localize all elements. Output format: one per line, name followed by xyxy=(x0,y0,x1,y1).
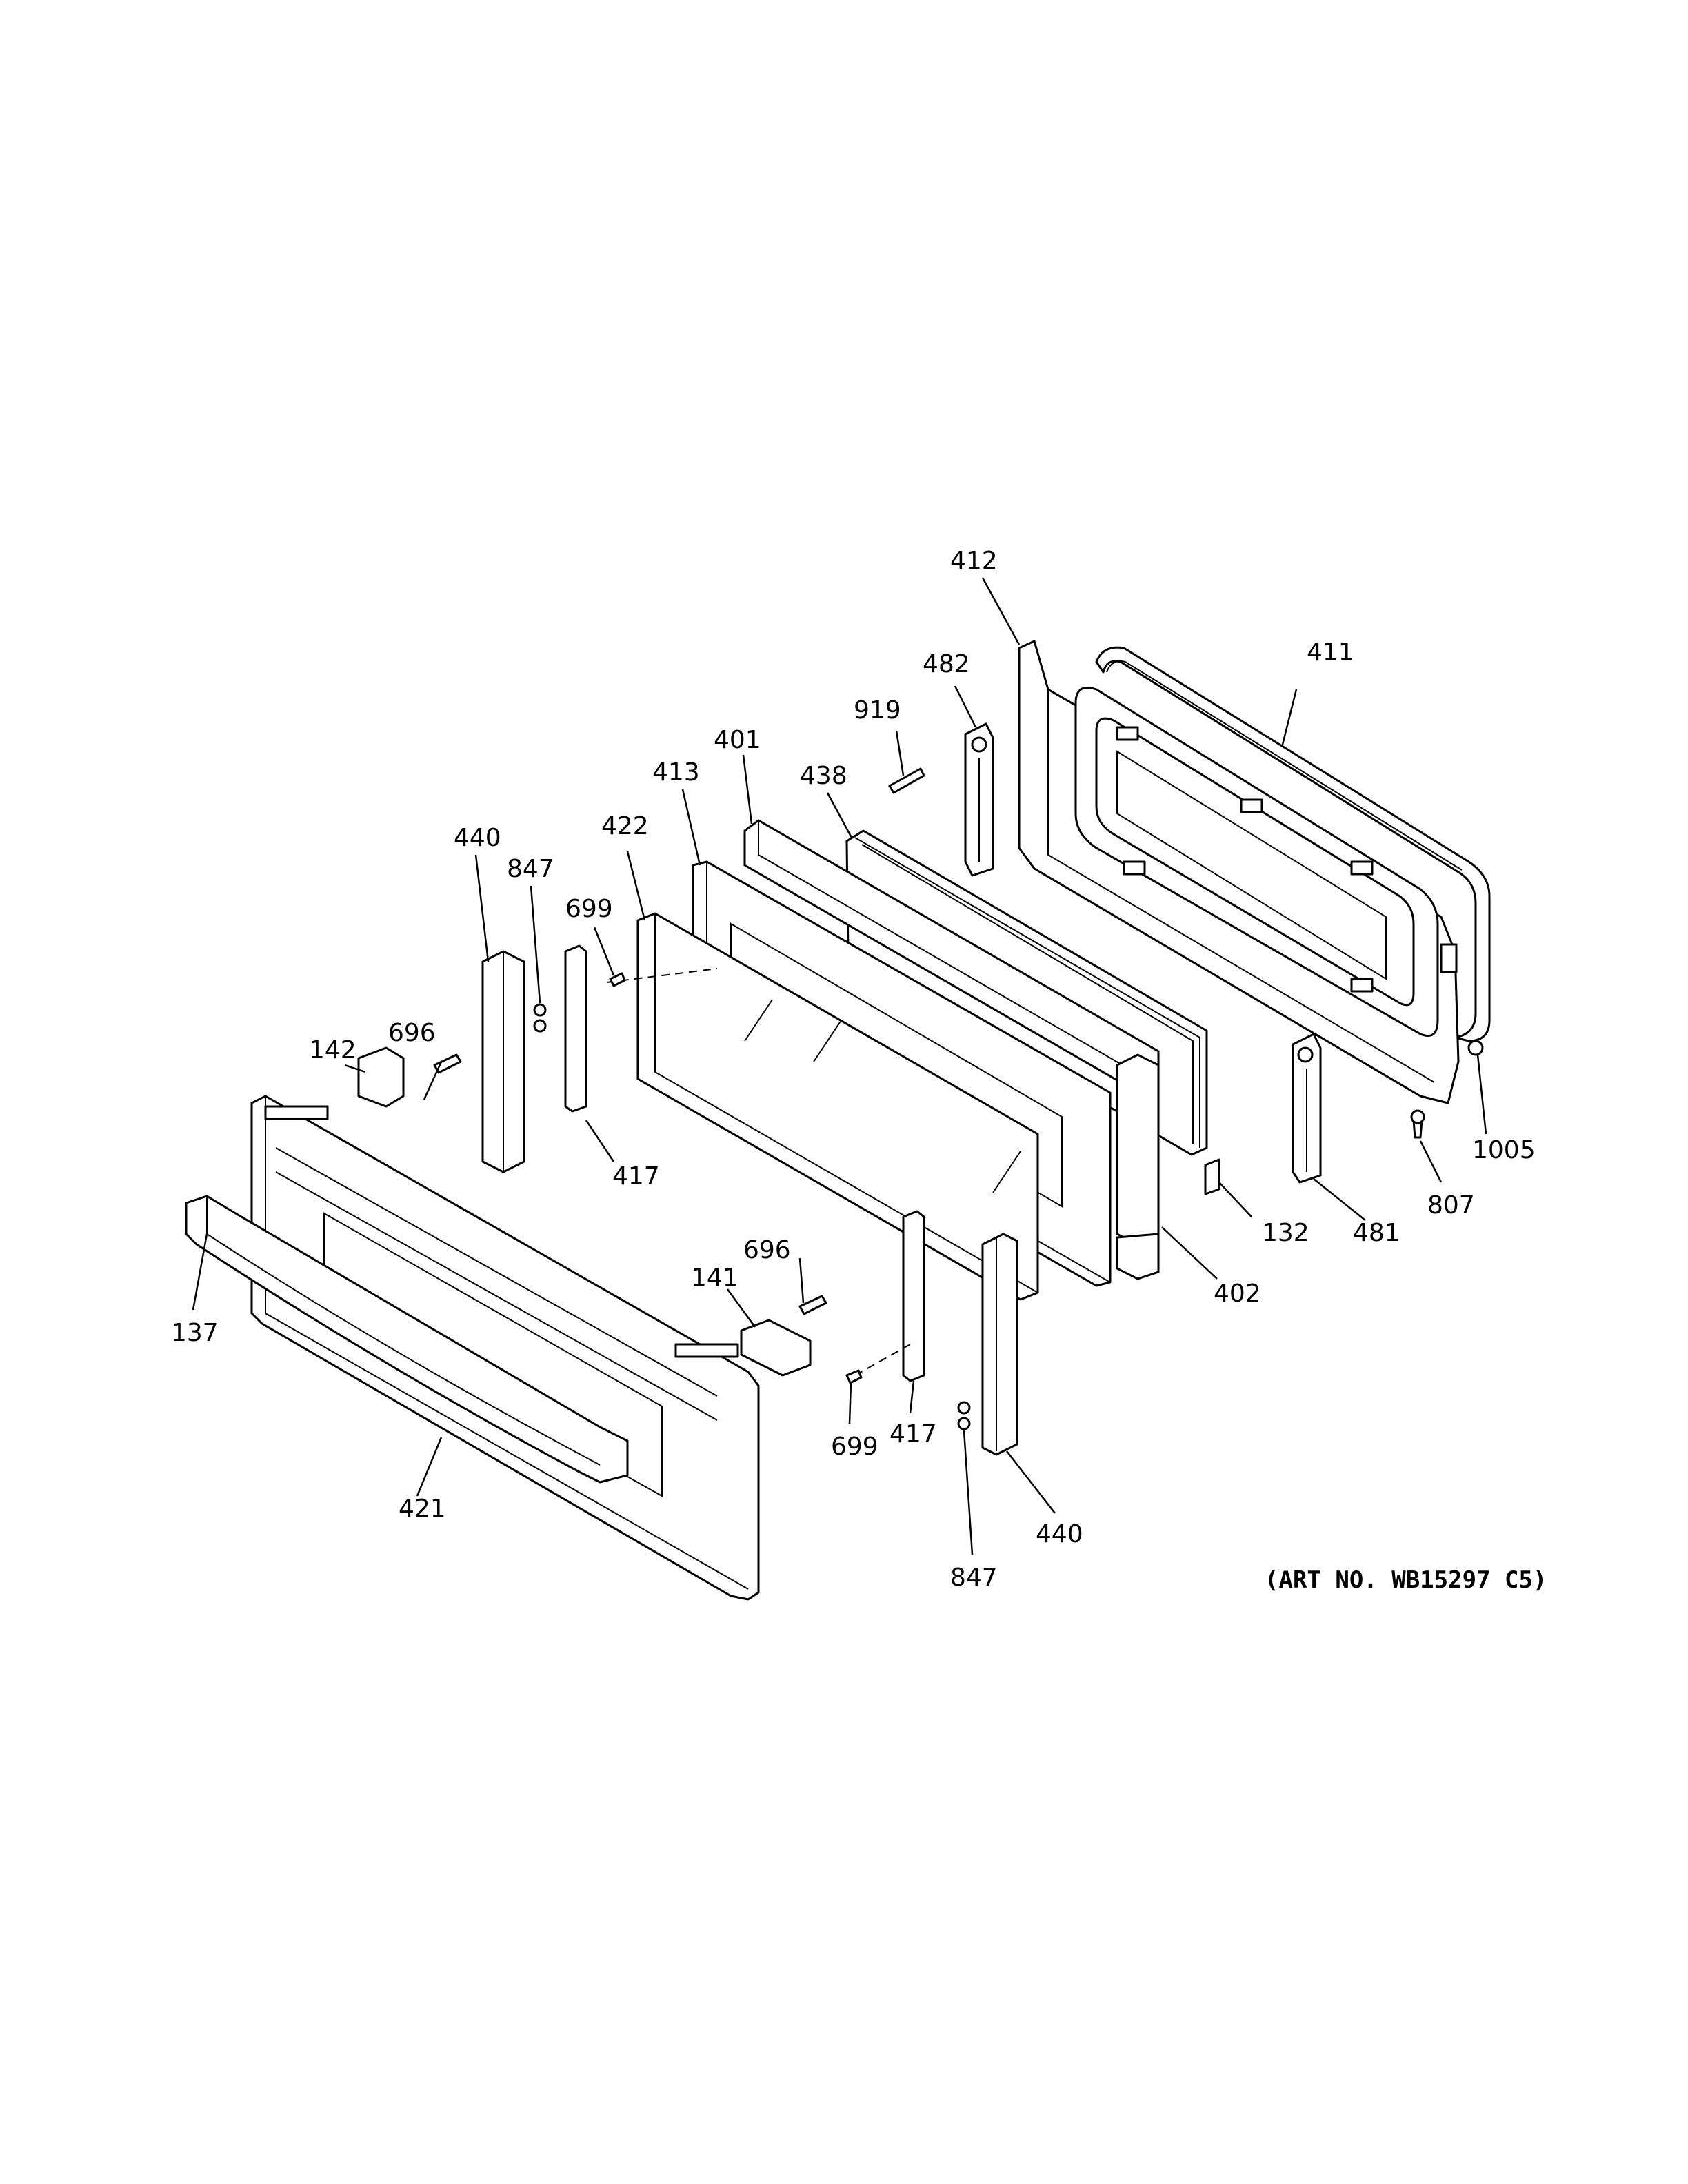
part-847-clips-top xyxy=(533,1003,547,1033)
callout-847-top: 847 xyxy=(507,855,554,883)
part-142-bracket xyxy=(357,1046,405,1108)
callout-807: 807 xyxy=(1427,1191,1475,1220)
callout-417-bottom: 417 xyxy=(890,1420,937,1448)
callout-413: 413 xyxy=(652,758,700,787)
callout-132: 132 xyxy=(1262,1219,1309,1247)
callout-422: 422 xyxy=(601,812,649,840)
callout-847-bottom: 847 xyxy=(950,1564,998,1592)
part-422-front-glass xyxy=(606,912,1039,1301)
callout-142: 142 xyxy=(309,1036,356,1064)
part-482-hinge xyxy=(964,722,994,877)
part-421-outer-door xyxy=(250,1095,760,1601)
part-417-bracket-bottom xyxy=(854,1210,925,1382)
callout-411: 411 xyxy=(1307,638,1354,667)
callout-401: 401 xyxy=(714,726,761,754)
callout-919: 919 xyxy=(854,696,901,725)
callout-696-left: 696 xyxy=(388,1019,436,1047)
part-847-clips-bottom xyxy=(957,1401,971,1430)
callout-482: 482 xyxy=(923,650,970,678)
callout-440-top: 440 xyxy=(454,824,501,852)
part-141-bracket xyxy=(740,1319,812,1377)
callout-141: 141 xyxy=(691,1264,738,1292)
part-137-handle xyxy=(185,1195,629,1484)
part-696-screw-right xyxy=(798,1295,827,1315)
callout-699-bottom: 699 xyxy=(831,1433,878,1461)
part-132-block xyxy=(1204,1158,1220,1195)
part-919-pin xyxy=(888,767,925,794)
callout-481: 481 xyxy=(1353,1219,1400,1247)
callout-699-top: 699 xyxy=(565,895,613,923)
part-481-hinge xyxy=(1292,1033,1322,1184)
callout-labels: 412 411 482 919 401 413 438 440 422 847 … xyxy=(171,547,1547,1594)
part-807-screw xyxy=(1410,1109,1425,1139)
callout-1005: 1005 xyxy=(1472,1136,1536,1164)
callout-696-right: 696 xyxy=(743,1236,791,1264)
part-699-screw-bottom xyxy=(845,1369,863,1384)
part-417-bracket-top xyxy=(564,944,587,1113)
part-440-channel-left xyxy=(481,950,525,1173)
callout-421: 421 xyxy=(399,1495,446,1523)
part-412-inner-door xyxy=(1018,640,1460,1104)
callout-417-top: 417 xyxy=(612,1162,660,1191)
leader-lines xyxy=(192,577,1487,1555)
art-number: (ART NO. WB15297 C5) xyxy=(1265,1566,1547,1594)
callout-440-bottom: 440 xyxy=(1036,1520,1083,1548)
part-440-channel-right xyxy=(981,1233,1018,1456)
part-699-screw-top xyxy=(609,972,626,987)
part-1005-screw xyxy=(1467,1040,1484,1056)
callout-402: 402 xyxy=(1214,1280,1261,1308)
callout-412: 412 xyxy=(950,547,998,575)
callout-438: 438 xyxy=(800,762,847,790)
callout-137: 137 xyxy=(171,1319,219,1347)
